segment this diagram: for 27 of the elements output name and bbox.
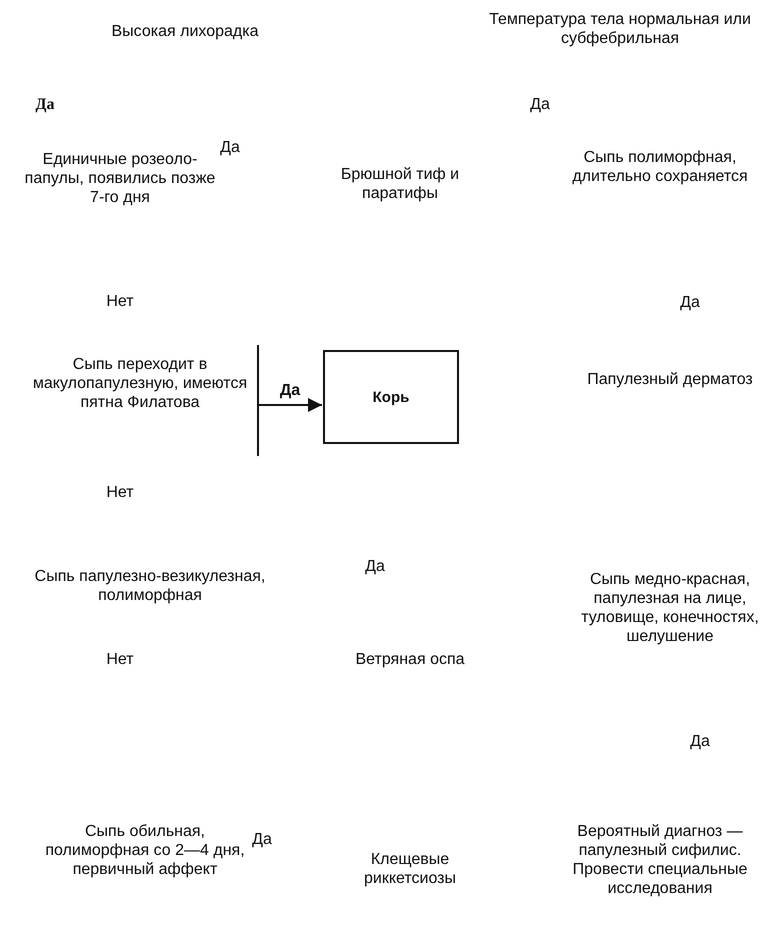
finding-text: Вероятный диагноз — папулезный сифилис. Провести специальные исследования (572, 822, 748, 898)
diagnosis-text: Корь (372, 388, 410, 406)
answer-label: Да (364, 557, 386, 576)
answer-label: Нет (105, 292, 135, 311)
finding-text: Единичные розеоло-папулы, появились позже 7-го дня (24, 150, 216, 207)
answer-label: Да (251, 830, 273, 849)
finding-text: Сыпь переходит в макулопапулезную, имеются пятна Филатова (25, 355, 255, 412)
answer-label: Нет (105, 483, 135, 502)
diagnosis-text: Папулезный дерматоз (586, 370, 754, 389)
finding-text: Сыпь обильная, полиморфная со 2—4 дня, первичный аффект (44, 822, 246, 879)
answer-label: Да (34, 95, 56, 114)
diagnosis-text: Клещевые риккетсиозы (362, 850, 458, 888)
edge-label: Да (278, 381, 302, 400)
answer-label: Да (529, 95, 551, 114)
finding-text: Температура тела нормальная или субфебрильная (488, 10, 752, 48)
finding-text: Сыпь полиморфная, длительно сохраняется (571, 148, 749, 186)
finding-text: Сыпь медно-красная, папулезная на лице, туловище, конечностях, шелушение (580, 570, 760, 646)
answer-label: Да (679, 293, 701, 312)
diagnosis-box (323, 350, 459, 444)
answer-label: Нет (105, 650, 135, 669)
answer-label: Да (219, 138, 241, 157)
answer-label: Да (689, 732, 711, 751)
diagnosis-text: Ветряная оспа (354, 650, 466, 669)
arrow (258, 398, 322, 412)
diagnosis-text: Брюшной тиф и паратифы (340, 165, 460, 203)
diagnosis-text: Высокая лихорадка (110, 22, 260, 41)
finding-text: Сыпь папулезно-везикулезная, полиморфная (34, 567, 266, 605)
